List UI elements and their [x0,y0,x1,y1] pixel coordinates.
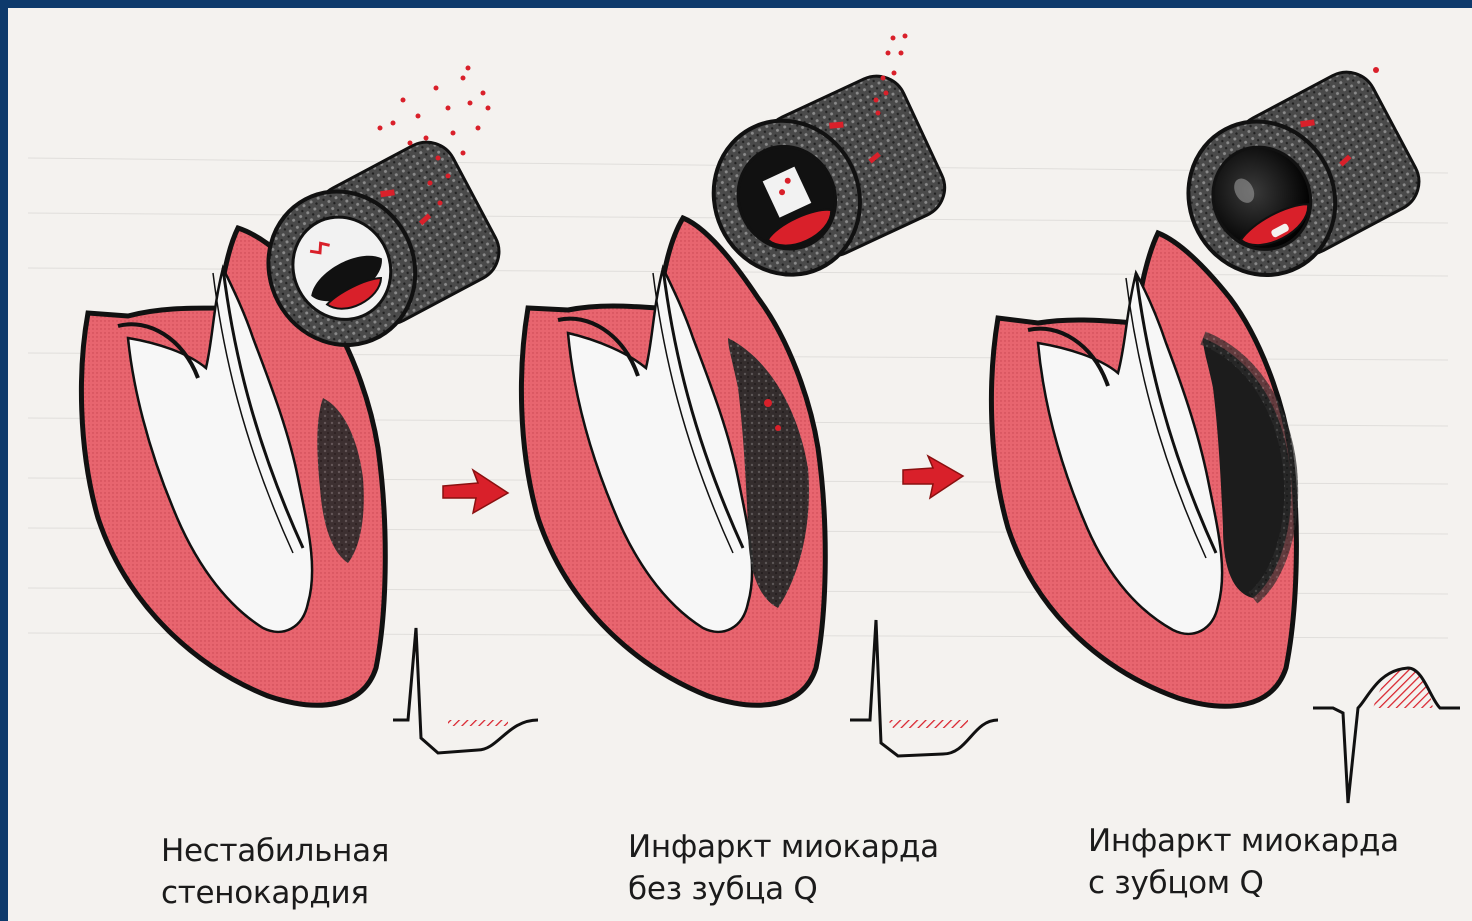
caption-line: без зубца Q [628,868,939,910]
heart-ventricle-3 [991,233,1296,706]
caption-q-wave-mi: Инфаркт миокарда с зубцом Q [1088,820,1399,904]
caption-unstable-angina: Нестабильная стенокардия [161,830,389,914]
stage-2-non-q-mi [521,34,998,757]
diagram-canvas [8,8,1472,921]
caption-non-q-mi: Инфаркт миокарда без зубца Q [628,826,939,910]
stage-1-unstable-angina [81,66,538,754]
ecg-trace-2 [850,620,998,756]
caption-line: Инфаркт миокарда [628,826,939,868]
ecg-trace-3 [1313,668,1460,803]
caption-line: стенокардия [161,872,389,914]
stage-3-q-wave-mi [991,59,1460,803]
caption-line: Нестабильная [161,830,389,872]
arrow-right-icon [443,470,508,513]
caption-line: с зубцом Q [1088,862,1399,904]
caption-line: Инфаркт миокарда [1088,820,1399,862]
heart-ventricle-2 [521,218,825,705]
ecg-trace-1 [393,628,538,753]
arrow-right-icon [903,456,963,498]
platelet-particles-3 [1373,67,1379,73]
diagram-frame: Нестабильная стенокардия Инфаркт миокард… [8,8,1472,921]
